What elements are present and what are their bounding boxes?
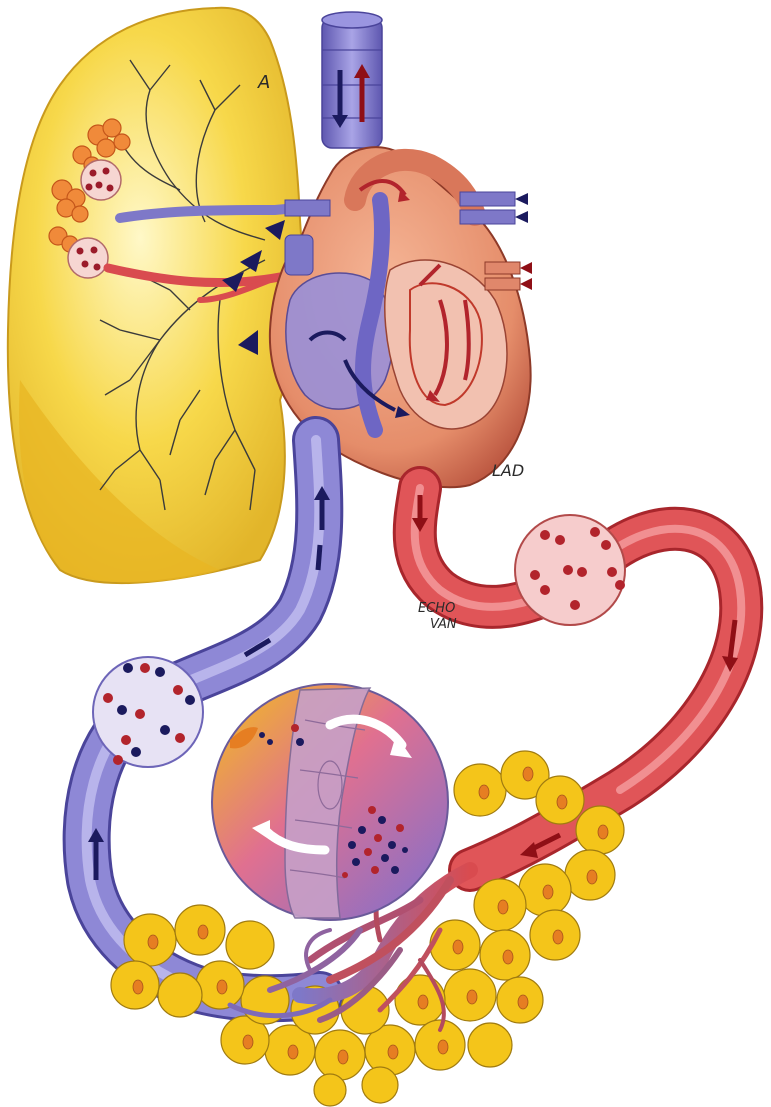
superior-vena-cava bbox=[322, 12, 382, 148]
arterial-text-2: VAN bbox=[430, 617, 457, 632]
arterial-text-1: ECHO bbox=[418, 601, 455, 616]
lung-label: A bbox=[257, 72, 270, 93]
blood-cell-icon bbox=[93, 657, 203, 767]
heart-label: LAD bbox=[492, 461, 524, 480]
blood-cell-icon bbox=[515, 515, 625, 625]
gas-exchange-zoom bbox=[212, 684, 448, 920]
